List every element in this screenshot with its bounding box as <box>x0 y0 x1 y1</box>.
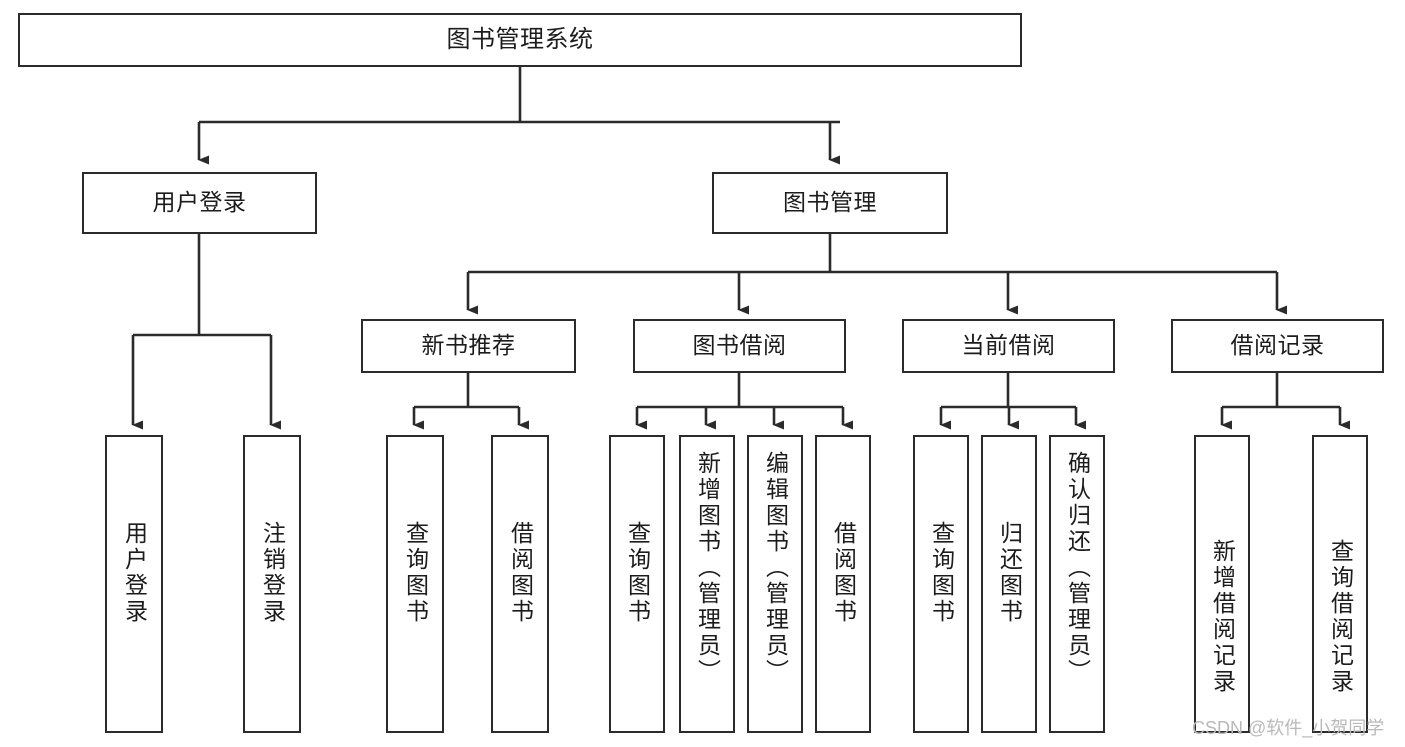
node-leaf-user-login[interactable]: 用户登录 <box>105 435 163 733</box>
node-book-borrow-label: 图书借阅 <box>692 332 787 359</box>
node-new-book-recommend[interactable]: 新书推荐 <box>361 319 576 373</box>
node-root[interactable]: 图书管理系统 <box>18 13 1022 67</box>
node-leaf-query-book-2[interactable]: 查询图书 <box>609 435 665 733</box>
node-leaf-return-book[interactable]: 归还图书 <box>981 435 1037 733</box>
node-book-manage-label: 图书管理 <box>783 189 877 216</box>
node-user-login-label: 用户登录 <box>152 189 247 216</box>
node-current-borrow[interactable]: 当前借阅 <box>902 319 1115 373</box>
node-leaf-user-login-label: 用户登录 <box>121 521 148 625</box>
node-leaf-add-record-label: 新增借阅记录 <box>1209 539 1236 695</box>
node-leaf-add-book[interactable]: 新增图书（管理员） <box>679 435 735 733</box>
node-leaf-query-book-3-label: 查询图书 <box>928 521 955 625</box>
node-leaf-add-book-label: 新增图书（管理员） <box>694 451 721 685</box>
node-borrow-record-label: 借阅记录 <box>1230 332 1325 359</box>
node-user-login[interactable]: 用户登录 <box>82 172 317 234</box>
node-leaf-logout-label: 注销登录 <box>259 521 286 625</box>
node-leaf-edit-book[interactable]: 编辑图书（管理员） <box>747 435 803 733</box>
node-borrow-record[interactable]: 借阅记录 <box>1171 319 1384 373</box>
node-leaf-query-record-label: 查询借阅记录 <box>1327 539 1354 695</box>
node-new-book-recommend-label: 新书推荐 <box>421 332 516 359</box>
node-leaf-edit-book-label: 编辑图书（管理员） <box>762 451 789 685</box>
node-leaf-borrow-book-1-label: 借阅图书 <box>507 521 534 625</box>
node-leaf-borrow-book-2[interactable]: 借阅图书 <box>815 435 871 733</box>
node-leaf-query-book-3[interactable]: 查询图书 <box>913 435 969 733</box>
node-current-borrow-label: 当前借阅 <box>961 332 1056 359</box>
node-book-manage[interactable]: 图书管理 <box>712 172 948 234</box>
node-leaf-logout[interactable]: 注销登录 <box>243 435 301 733</box>
node-leaf-query-book-1-label: 查询图书 <box>402 521 429 625</box>
node-leaf-borrow-book-2-label: 借阅图书 <box>830 521 857 625</box>
node-leaf-query-record[interactable]: 查询借阅记录 <box>1312 435 1368 733</box>
node-leaf-confirm-return[interactable]: 确认归还（管理员） <box>1049 435 1105 733</box>
node-root-label: 图书管理系统 <box>446 25 594 53</box>
csdn-watermark: CSDN @软件_小贺同学 <box>1192 718 1385 738</box>
node-leaf-add-record[interactable]: 新增借阅记录 <box>1194 435 1250 733</box>
node-leaf-return-book-label: 归还图书 <box>996 521 1023 625</box>
node-leaf-confirm-return-label: 确认归还（管理员） <box>1064 451 1091 685</box>
node-book-borrow[interactable]: 图书借阅 <box>633 319 846 373</box>
node-leaf-query-book-1[interactable]: 查询图书 <box>386 435 444 733</box>
node-leaf-borrow-book-1[interactable]: 借阅图书 <box>491 435 549 733</box>
node-leaf-query-book-2-label: 查询图书 <box>624 521 651 625</box>
